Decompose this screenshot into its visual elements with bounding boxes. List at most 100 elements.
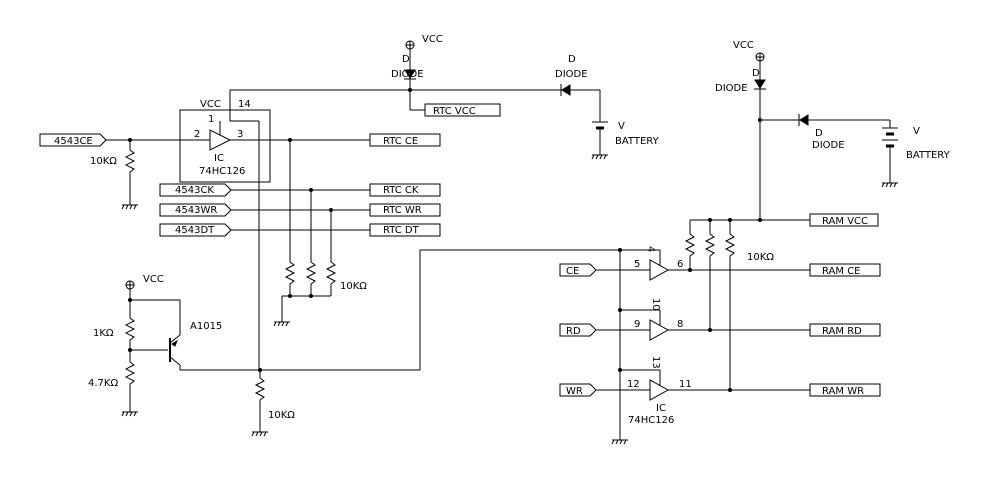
battery-v-label: V [618, 121, 625, 132]
ic1-pin2-label: 2 [194, 129, 200, 140]
vcc-symbol [755, 52, 765, 62]
diode-name-label: DIODE [715, 83, 748, 94]
vcc-symbol [125, 280, 135, 290]
diode-name-label: DIODE [812, 140, 845, 151]
resistor-symbol [124, 317, 136, 341]
diode-symbol [754, 79, 766, 89]
ground-symbol [611, 439, 629, 445]
resistor-symbol [284, 261, 296, 285]
diode-symbol [404, 69, 416, 79]
port-rtc-ce-label: RTC CE [383, 136, 418, 147]
port-4543dt [159, 223, 232, 237]
ic2-pin9-label: 9 [634, 319, 640, 330]
port-rtc-ce [369, 133, 441, 147]
port-rtc-dt-label: RTC DT [383, 225, 420, 236]
port-4543ce-label: 4543CE [54, 136, 93, 147]
ic1-pin14-label: 14 [238, 99, 251, 110]
vcc-label: VCC [733, 40, 754, 51]
resistor-symbol [124, 361, 136, 385]
battery-v-label: V [913, 126, 920, 137]
vcc-symbol [405, 40, 415, 50]
battery-label: BATTERY [906, 150, 951, 161]
ic1-pin3-label: 3 [237, 129, 243, 140]
diode-d-label: D [568, 54, 576, 65]
ic1-vcc-label: VCC [200, 99, 221, 110]
diode-d-label: D [752, 68, 760, 79]
resistor-symbol [254, 377, 266, 401]
port-ce-label: CE [566, 266, 579, 277]
port-rtc-wr [369, 203, 441, 217]
port-4543wr-label: 4543WR [175, 205, 217, 216]
transistor-label: A1015 [190, 321, 222, 332]
ground-symbol [881, 182, 899, 188]
ic2-part-label: 74HC126 [628, 415, 674, 426]
diode-symbol [799, 114, 809, 126]
port-ram-ce-label: RAM CE [822, 266, 861, 277]
battery-label: BATTERY [615, 136, 660, 147]
port-wr-label: WR [566, 386, 583, 397]
resistor-label: 10KΩ [340, 281, 367, 292]
resistor-label: 10KΩ [268, 410, 295, 421]
port-ram-wr-label: RAM WR [822, 386, 864, 397]
ic1-part-label: 74HC126 [199, 166, 245, 177]
diode-name-label: DIODE [555, 69, 588, 80]
port-4543wr [159, 203, 232, 217]
resistor-symbol [325, 261, 337, 285]
vcc-label: VCC [143, 274, 164, 285]
port-4543ce [39, 133, 107, 147]
resistor-label: 1KΩ [93, 328, 114, 339]
ic2-pin13-label: 13 [650, 356, 661, 369]
resistor-symbol [305, 261, 317, 285]
ground-symbol [591, 154, 609, 160]
ground-symbol [251, 431, 269, 437]
port-4543dt-label: 4543DT [175, 225, 215, 236]
port-rd [559, 323, 597, 337]
port-ram-vcc [809, 213, 879, 227]
ic1-ic-label: IC [214, 153, 224, 164]
port-rtc-vcc-label: RTC VCC [433, 106, 476, 117]
ic2-ic-label: IC [656, 403, 666, 414]
vcc-label: VCC [422, 34, 443, 45]
ic2-pin5-label: 5 [634, 259, 640, 270]
port-ram-wr [809, 383, 881, 397]
port-rtc-dt [369, 223, 441, 237]
resistor-symbol [724, 233, 736, 257]
resistor-symbol [684, 233, 696, 257]
port-ram-rd-label: RAM RD [822, 326, 862, 337]
port-rtc-ck [369, 183, 441, 197]
ic2-pin6-label: 6 [677, 259, 683, 270]
buffer-gate [649, 319, 670, 341]
port-wr [559, 383, 597, 397]
diode-name-label: DIODE [391, 69, 424, 80]
port-rtc-ck-label: RTC CK [383, 185, 419, 196]
ic2-pin10-label: 10 [650, 298, 661, 311]
port-ram-ce [809, 263, 881, 277]
port-ram-rd [809, 323, 881, 337]
ground-symbol [273, 321, 291, 327]
port-ram-vcc-label: RAM VCC [822, 216, 868, 227]
diode-d-label: D [402, 54, 410, 65]
ground-symbol [121, 411, 139, 417]
diode-symbol [561, 84, 571, 96]
diode-d-label: D [815, 128, 823, 139]
ic2-pin4-label: 4 [645, 246, 656, 252]
port-rtc-vcc [424, 103, 501, 117]
ic2-pin12-label: 12 [627, 379, 640, 390]
pnp-transistor [169, 334, 181, 366]
port-4543ck-label: 4543CK [175, 185, 214, 196]
resistor-symbol [704, 233, 716, 257]
resistor-symbol [124, 149, 136, 173]
port-rd-label: RD [566, 326, 581, 337]
buffer-gate [649, 259, 670, 281]
port-ce [559, 263, 597, 277]
port-rtc-wr-label: RTC WR [383, 205, 422, 216]
resistor-label: 10KΩ [90, 156, 117, 167]
ic2-pin8-label: 8 [677, 319, 683, 330]
resistor-label: 10KΩ [747, 252, 774, 263]
ground-symbol [121, 204, 139, 210]
buffer-gate [649, 379, 670, 401]
ic2-pin11-label: 11 [679, 379, 692, 390]
port-4543ck [159, 183, 232, 197]
